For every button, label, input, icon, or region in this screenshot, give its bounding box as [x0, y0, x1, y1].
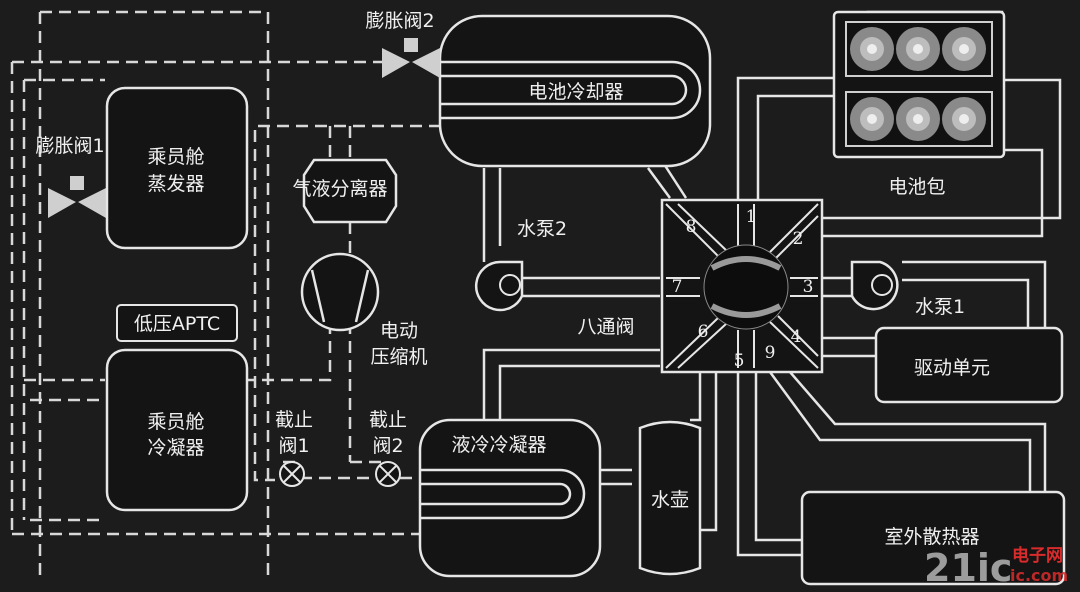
port-number-2: 2	[793, 229, 804, 249]
electric-compressor: 电动 压缩机	[300, 252, 428, 368]
valve-port-numbers: 1 2 3 4 5 6 7 8 9	[672, 207, 814, 371]
outdoor-radiator: 室外散热器	[800, 490, 1066, 586]
expansion-valve-1: 膨胀阀1	[35, 135, 106, 218]
battery-pack: 电池包	[832, 10, 1006, 198]
water-pump-1-label: 水泵1	[915, 296, 965, 318]
watermark-brand-number: 21ic	[924, 546, 1012, 590]
stop-valve-2-label-line2: 阀2	[372, 435, 403, 457]
water-kettle: 水壶	[638, 420, 702, 576]
port-number-6: 6	[698, 322, 709, 342]
water-kettle-label: 水壶	[651, 489, 689, 511]
battery-pack-label: 电池包	[888, 176, 945, 198]
electric-compressor-label-line1: 电动	[380, 320, 418, 342]
port-number-1: 1	[746, 207, 757, 227]
port-number-7: 7	[672, 277, 683, 297]
battery-chiller-label: 电池冷却器	[528, 81, 623, 103]
port-number-3: 3	[803, 277, 814, 297]
gas-liquid-separator: 气液分离器	[292, 158, 398, 224]
port-number-9: 9	[765, 343, 776, 363]
port-number-8: 8	[686, 217, 697, 237]
liquid-cooled-condenser-label: 液冷冷凝器	[451, 434, 546, 456]
water-pump-2: 水泵2	[475, 218, 567, 312]
gas-liquid-separator-label: 气液分离器	[292, 178, 387, 200]
liquid-cooled-condenser: 液冷冷凝器	[418, 418, 602, 578]
battery-chiller: 电池冷却器	[438, 14, 712, 168]
low-voltage-aptc-label: 低压APTC	[134, 313, 220, 335]
stop-valve-1-label-line1: 截止	[275, 409, 313, 431]
drive-unit-label: 驱动单元	[914, 357, 990, 379]
stop-valve-1-label-line2: 阀1	[278, 435, 309, 457]
outdoor-radiator-label: 室外散热器	[884, 526, 979, 548]
port-number-5: 5	[734, 351, 745, 371]
cabin-condenser-label-line2: 冷凝器	[147, 437, 204, 459]
eight-way-valve-label: 八通阀	[577, 316, 634, 338]
port-number-4: 4	[791, 327, 802, 347]
watermark-brand-name: 电子网	[1012, 545, 1063, 566]
battery-cells	[850, 27, 986, 141]
stop-valve-2-label-line1: 截止	[369, 409, 407, 431]
cabin-evaporator-label-line1: 乘员舱	[147, 146, 204, 168]
drive-unit: 驱动单元	[874, 326, 1064, 404]
watermark-domain: ic.com	[1010, 566, 1068, 585]
site-watermark: 21ic 电子网 ic.com	[924, 545, 1068, 590]
electric-compressor-label-line2: 压缩机	[370, 346, 427, 368]
water-pump-1: 水泵1	[850, 260, 965, 318]
expansion-valve-1-label: 膨胀阀1	[35, 135, 104, 157]
expansion-valve-2: 膨胀阀2	[365, 10, 440, 78]
stop-valve-2: 截止 阀2	[369, 409, 407, 487]
expansion-valve-2-label: 膨胀阀2	[365, 10, 434, 32]
eight-way-valve: 八通阀	[577, 198, 824, 374]
cabin-evaporator: 乘员舱 蒸发器	[105, 86, 249, 250]
cabin-evaporator-label-line2: 蒸发器	[147, 173, 204, 195]
cabin-condenser: 乘员舱 冷凝器	[105, 348, 249, 512]
stop-valve-1: 截止 阀1	[275, 409, 313, 487]
low-voltage-aptc: 低压APTC	[116, 304, 238, 342]
cabin-condenser-label-line1: 乘员舱	[147, 411, 204, 433]
water-pump-2-label: 水泵2	[517, 218, 567, 240]
